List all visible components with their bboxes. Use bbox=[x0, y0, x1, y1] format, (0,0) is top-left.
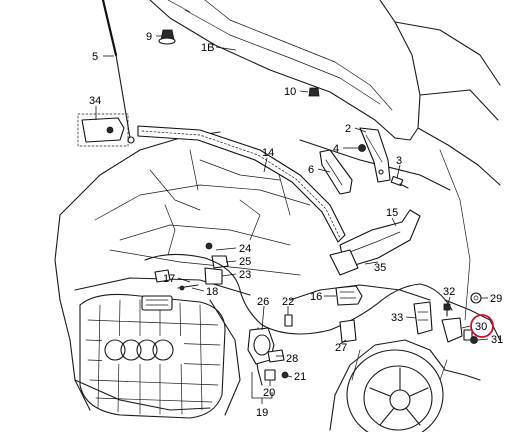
callout-32: 32 bbox=[443, 286, 455, 298]
part-27-bracket bbox=[339, 319, 357, 343]
part-30-catch bbox=[441, 317, 473, 343]
release-handle bbox=[247, 327, 289, 381]
callout-19: 19 bbox=[256, 407, 268, 419]
part-33-lever bbox=[413, 301, 433, 335]
callout-14: 14 bbox=[262, 147, 274, 159]
part-29-washer bbox=[470, 292, 482, 304]
callout-21: 21 bbox=[294, 371, 306, 383]
callout-34: 34 bbox=[89, 95, 101, 107]
release-cable bbox=[144, 253, 453, 386]
callout-20: 20 bbox=[263, 387, 275, 399]
part-10-nut bbox=[308, 87, 320, 97]
hood-hinge bbox=[359, 127, 391, 183]
part-4-nut bbox=[358, 144, 366, 152]
callout-27: 27 bbox=[335, 342, 347, 354]
callout-10: 10 bbox=[284, 86, 296, 98]
callout-4: 4 bbox=[333, 143, 339, 155]
callout-2: 2 bbox=[345, 123, 351, 135]
seal-strip bbox=[137, 125, 346, 243]
leader-lines bbox=[95, 35, 489, 404]
callout-5: 5 bbox=[92, 51, 98, 63]
car-body bbox=[54, 0, 501, 431]
callout-16: 16 bbox=[310, 291, 322, 303]
part-31-nut bbox=[470, 336, 478, 344]
callout-labels: 1B 2 3 4 5 6 9 10 14 15 16 17 18 19 20 2… bbox=[89, 31, 503, 419]
cable-clip bbox=[154, 269, 199, 291]
callout-31: 31 bbox=[491, 334, 503, 346]
release-bracket bbox=[204, 242, 229, 285]
callout-24: 24 bbox=[239, 243, 251, 255]
front-grille bbox=[79, 293, 226, 419]
callout-26: 26 bbox=[257, 296, 269, 308]
callout-25: 25 bbox=[239, 256, 251, 268]
callout-35: 35 bbox=[374, 262, 386, 274]
callout-1B: 1B bbox=[201, 42, 214, 54]
callout-6: 6 bbox=[308, 164, 314, 176]
callout-28: 28 bbox=[286, 353, 298, 365]
callout-17: 17 bbox=[163, 273, 175, 285]
part-22-clip bbox=[284, 314, 293, 327]
part-32-screw bbox=[443, 303, 451, 317]
latch-assembly bbox=[329, 209, 421, 276]
part-34-bracket bbox=[77, 113, 129, 147]
part-3-bolt bbox=[390, 175, 409, 189]
callout-23: 23 bbox=[239, 269, 251, 281]
callout-33: 33 bbox=[391, 312, 403, 324]
callout-30: 30 bbox=[475, 321, 487, 333]
highlight-circle bbox=[470, 314, 494, 338]
front-wheel bbox=[346, 349, 448, 432]
callout-29: 29 bbox=[490, 293, 502, 305]
callout-15: 15 bbox=[386, 207, 398, 219]
callout-3: 3 bbox=[396, 155, 402, 167]
part-16 bbox=[335, 285, 363, 306]
part-9-stop bbox=[158, 29, 176, 45]
callout-18: 18 bbox=[206, 286, 218, 298]
callout-22: 22 bbox=[282, 296, 294, 308]
callout-9: 9 bbox=[146, 31, 152, 43]
part-6-bracket bbox=[319, 149, 353, 195]
